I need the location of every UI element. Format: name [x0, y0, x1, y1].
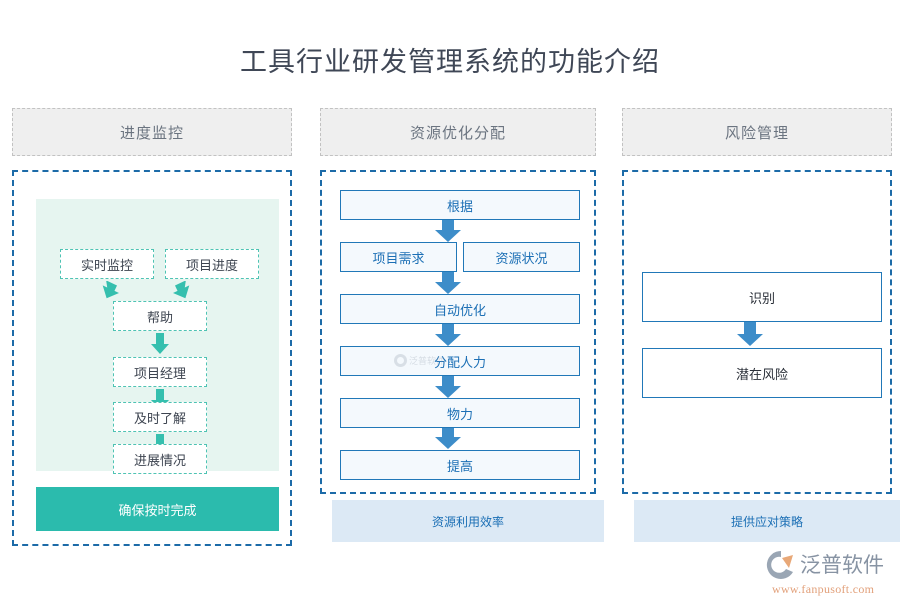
- node-progress-status[interactable]: 进展情况: [113, 444, 207, 474]
- mint-panel: 实时监控 项目进度 帮助: [36, 199, 279, 474]
- arrow-down-pair: [435, 272, 461, 294]
- page-title: 工具行业研发管理系统的功能介绍: [240, 47, 660, 77]
- node-basis[interactable]: 根据: [340, 190, 580, 220]
- node-timely-understanding[interactable]: 及时了解: [113, 402, 207, 432]
- column-body-progress-monitoring: 实时监控 项目进度 帮助: [12, 170, 292, 546]
- brand-logo: 泛普软件 www.fanpusoft.com: [766, 550, 896, 596]
- arrow-down-material: [435, 428, 461, 450]
- node-resource-status[interactable]: 资源状况: [463, 242, 580, 272]
- brand-url: www.fanpusoft.com: [772, 582, 875, 596]
- column-body-resource-optimization: 根据 项目需求 资源状况 自动优化 分配人力 泛普软件: [320, 170, 596, 494]
- arrow-converge-left: [100, 280, 120, 301]
- footer-ensure-on-time[interactable]: 确保按时完成: [36, 487, 279, 531]
- node-auto-optimize[interactable]: 自动优化: [340, 294, 580, 324]
- footer-resource-efficiency[interactable]: 资源利用效率: [332, 500, 604, 542]
- arrow-down-manpower: [435, 376, 461, 398]
- fanpu-logo-icon: [766, 550, 796, 580]
- arrow-down-identify: [737, 322, 763, 347]
- brand-name: 泛普软件: [800, 552, 884, 577]
- column-progress-monitoring: 进度监控 实时监控 项目进度 帮助: [4, 0, 300, 600]
- node-identify[interactable]: 识别: [642, 272, 882, 322]
- column-body-risk-management: 识别 潜在风险: [622, 170, 892, 494]
- node-potential-risk[interactable]: 潜在风险: [642, 348, 882, 398]
- node-project-manager[interactable]: 项目经理: [113, 357, 207, 387]
- column-header-progress-monitoring: 进度监控: [12, 108, 292, 156]
- column-header-resource-optimization: 资源优化分配: [320, 108, 596, 156]
- column-resource-optimization: 资源优化分配 根据 项目需求 资源状况 自动优化 分配人力 泛普软件: [312, 0, 604, 600]
- node-realtime-monitor[interactable]: 实时监控: [60, 249, 154, 279]
- node-project-progress[interactable]: 项目进度: [165, 249, 259, 279]
- column-risk-management: 风险管理 识别 潜在风险 提供应对策略: [614, 0, 900, 600]
- node-improve[interactable]: 提高: [340, 450, 580, 480]
- node-help[interactable]: 帮助: [113, 301, 207, 331]
- node-material-resources[interactable]: 物力: [340, 398, 580, 428]
- arrow-converge-right: [172, 280, 192, 301]
- arrow-down-optimize: [435, 324, 461, 346]
- node-allocate-manpower[interactable]: 分配人力: [340, 346, 580, 376]
- column-header-risk-management: 风险管理: [622, 108, 892, 156]
- arrow-down-1: [151, 333, 169, 355]
- node-project-requirements[interactable]: 项目需求: [340, 242, 457, 272]
- arrow-down-basis: [435, 220, 461, 242]
- footer-provide-strategy[interactable]: 提供应对策略: [634, 500, 900, 542]
